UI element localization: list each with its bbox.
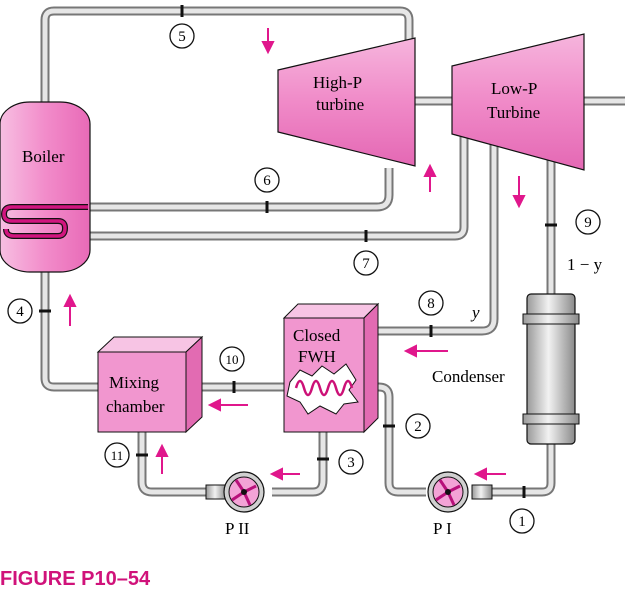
high-p-turbine-label-2: turbine bbox=[316, 95, 364, 114]
state-number-7: 7 bbox=[362, 256, 370, 272]
state-number-10: 10 bbox=[226, 352, 239, 367]
boiler: Boiler bbox=[0, 101, 91, 273]
high-p-turbine-label-1: High-P bbox=[313, 73, 362, 92]
state-number-4: 4 bbox=[16, 304, 24, 320]
pipes bbox=[40, 6, 625, 497]
pipe-state-1 bbox=[490, 442, 556, 497]
pipe-state-6 bbox=[88, 168, 394, 212]
figure-caption: FIGURE P10–54 bbox=[0, 568, 151, 590]
arrow-up-7 bbox=[423, 163, 437, 192]
closed-fwh: Closed FWH bbox=[282, 302, 380, 434]
fraction-y-label: y bbox=[470, 303, 480, 322]
arrow-down-5 bbox=[261, 28, 275, 55]
state-number-9: 9 bbox=[584, 215, 592, 231]
fwh-heat-exchange-burst bbox=[286, 363, 359, 415]
state-number-6: 6 bbox=[263, 173, 271, 189]
state-numbers: 1 2 3 4 5 6 7 8 9 10 11 bbox=[16, 29, 592, 530]
state-marker-3 bbox=[338, 449, 364, 475]
condenser-label: Condenser bbox=[432, 367, 505, 386]
fwh-coil bbox=[294, 379, 354, 397]
state-number-3: 3 bbox=[347, 455, 355, 471]
state-marker-6 bbox=[254, 167, 280, 193]
pump-p1: P I bbox=[427, 471, 493, 538]
arrow-left-10 bbox=[207, 398, 248, 412]
flow-arrows bbox=[63, 28, 526, 481]
arrow-up-4 bbox=[63, 293, 77, 326]
state-marker-4 bbox=[7, 298, 33, 324]
pump-p1-label: P I bbox=[433, 519, 452, 538]
arrow-left-8 bbox=[403, 344, 448, 358]
high-p-turbine: High-P turbine bbox=[277, 37, 416, 167]
arrow-up-11 bbox=[155, 443, 169, 474]
pipe-state-4 bbox=[40, 262, 100, 392]
arrow-left-1 bbox=[473, 467, 506, 481]
mixing-chamber-label-1: Mixing bbox=[109, 373, 160, 392]
state-marker-5 bbox=[169, 23, 195, 49]
state-number-2: 2 bbox=[414, 419, 422, 435]
mixing-chamber: Mixing chamber bbox=[96, 335, 204, 434]
closed-fwh-label-1: Closed bbox=[293, 326, 341, 345]
state-number-1: 1 bbox=[518, 514, 526, 530]
arrow-left-3 bbox=[269, 467, 300, 481]
mixing-chamber-label-2: chamber bbox=[106, 397, 165, 416]
state-marker-2 bbox=[405, 413, 431, 439]
pump-p2: P II bbox=[205, 471, 265, 538]
state-number-11: 11 bbox=[111, 448, 124, 463]
low-p-turbine-label-1: Low-P bbox=[491, 79, 537, 98]
arrow-down-9 bbox=[512, 176, 526, 209]
low-p-turbine: Low-P Turbine bbox=[451, 33, 585, 171]
state-number-5: 5 bbox=[178, 29, 186, 45]
state-marker-10 bbox=[219, 346, 245, 372]
condenser: Condenser bbox=[432, 293, 580, 445]
state-marker-7 bbox=[353, 250, 379, 276]
state-number-8: 8 bbox=[427, 296, 435, 312]
state-ticks bbox=[39, 5, 557, 498]
state-markers bbox=[7, 23, 601, 534]
boiler-label: Boiler bbox=[22, 147, 65, 166]
state-marker-8 bbox=[418, 290, 444, 316]
pump-p2-label: P II bbox=[225, 519, 250, 538]
low-p-turbine-label-2: Turbine bbox=[487, 103, 540, 122]
state-marker-9 bbox=[575, 209, 601, 235]
state-marker-1 bbox=[509, 508, 535, 534]
fraction-one-minus-y-label: 1 − y bbox=[567, 255, 603, 274]
closed-fwh-label-2: FWH bbox=[298, 347, 336, 366]
state-marker-11 bbox=[104, 442, 130, 468]
